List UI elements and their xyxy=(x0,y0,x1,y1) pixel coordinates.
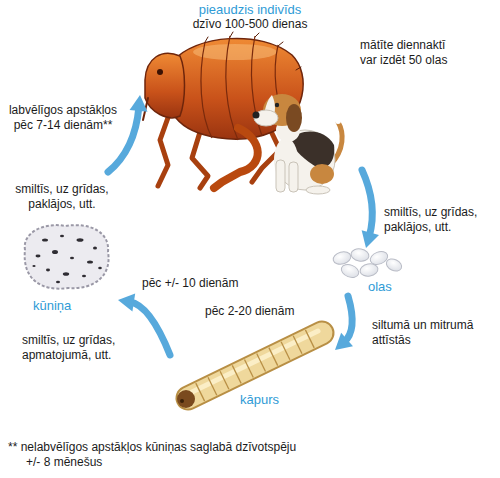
stage-node: pieaudzis indivīdsdzīvo 100-500 dienas xyxy=(140,0,362,190)
cocoon-drawing xyxy=(25,225,109,289)
arrow-line xyxy=(344,296,352,342)
arrow-head xyxy=(118,294,135,312)
stage-name: kūniņa xyxy=(33,298,71,313)
cycle-note: pēc 2-20 dienām xyxy=(205,304,294,319)
footnote: ** nelabvēlīgos apstākļos kūniņas saglab… xyxy=(8,440,306,470)
stage-name: kāpurs xyxy=(240,392,279,407)
cycle-arrow xyxy=(118,294,170,355)
arrow-head xyxy=(335,333,353,350)
cycle-arrow xyxy=(335,296,353,350)
cycle-note: pēc +/- 10 dienām xyxy=(142,276,238,291)
arrow-head xyxy=(130,95,148,112)
arrow-head xyxy=(362,230,379,248)
arrow-line xyxy=(362,170,372,236)
stage-name: pieaudzis indivīds xyxy=(140,2,360,17)
arrow-line xyxy=(130,302,170,355)
stage-node: kāpurs xyxy=(170,320,335,415)
cycle-note: mātīte diennaktī var izdēt 50 olas xyxy=(360,38,460,68)
larva-drawing xyxy=(177,330,322,408)
cycle-note: labvēlīgos apstākļos pēc 7-14 dienām** xyxy=(4,103,122,133)
cycle-note: smiltīs, uz grīdas, apmatojumā, utt. xyxy=(22,333,147,363)
cycle-arrow xyxy=(362,170,379,248)
stage-node: olas xyxy=(330,248,402,296)
cycle-note: smiltīs, uz grīdas, paklājos, utt. xyxy=(384,205,494,235)
cycle-note: siltumā un mitrumā attīstās xyxy=(372,318,492,348)
stage-note: dzīvo 100-500 dienas xyxy=(140,17,360,32)
dog-drawing xyxy=(253,94,343,194)
cycle-note: smiltīs, uz grīdas, paklājos, utt. xyxy=(6,182,118,212)
stage-name: olas xyxy=(368,279,392,294)
eggs-drawing xyxy=(332,248,404,280)
